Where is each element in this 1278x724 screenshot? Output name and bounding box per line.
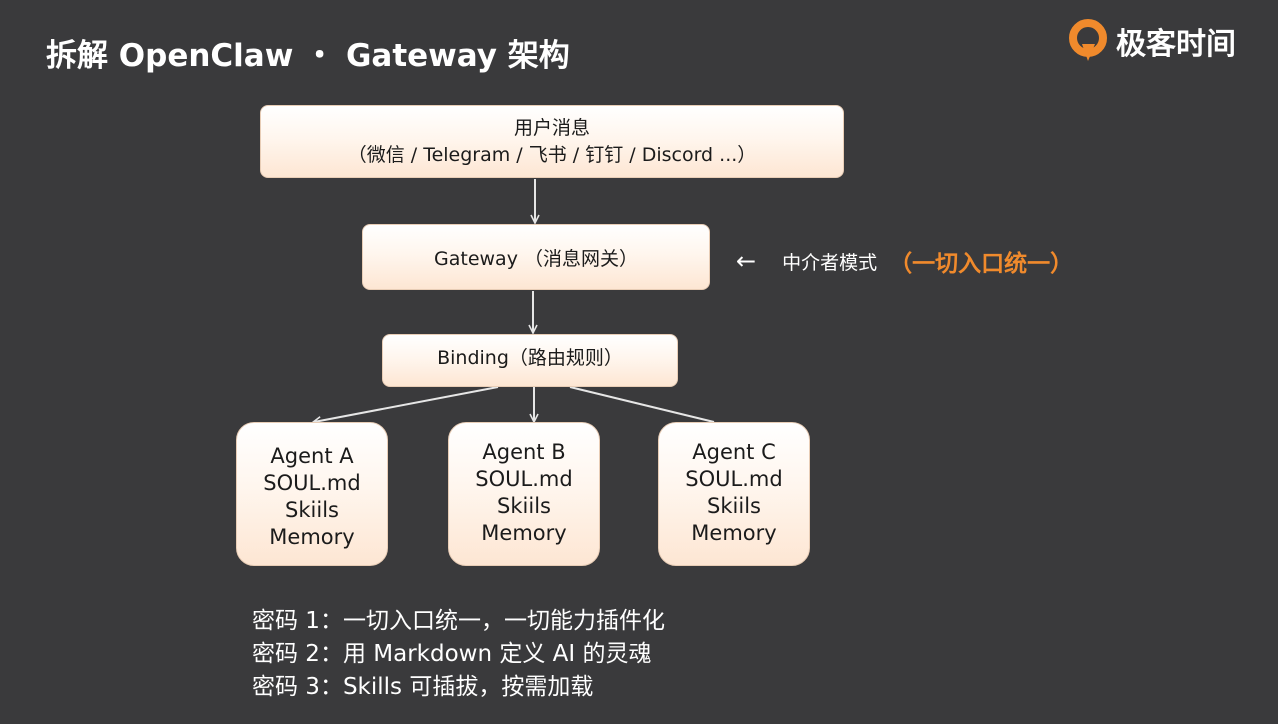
mediator-highlight: （一切入口统一） [889,251,1074,277]
geektime-logo-icon [1069,19,1107,61]
mediator-label: 中介者模式 [782,251,878,274]
left-arrow-icon: ← [736,247,757,275]
agent-soul: SOUL.md [263,471,361,495]
agent-name: Agent C [692,440,776,464]
secret-code-3: 密码 3：Skills 可插拔，按需加载 [252,674,594,700]
agent-memory: Memory [481,521,567,545]
brand-name: 极客时间 [1116,27,1236,62]
binding-box: Binding（路由规则） [382,334,678,387]
arrow-binding-to-agent-a [314,386,499,422]
user-message-title: 用户消息 [513,116,590,139]
agent-box-b: Agent B SOUL.md Skiils Memory [448,422,600,566]
user-message-channels: （微信 / Telegram / 飞书 / 钉钉 / Discord ...） [347,143,757,166]
gateway-box: Gateway （消息网关） [362,224,710,290]
secret-code-1: 密码 1：一切入口统一，一切能力插件化 [252,608,665,634]
gateway-label: Gateway （消息网关） [434,247,638,270]
binding-label: Binding（路由规则） [437,347,623,369]
agent-soul: SOUL.md [475,467,573,491]
agent-skills: Skiils [285,498,339,522]
agent-soul: SOUL.md [685,467,783,491]
agent-memory: Memory [691,521,777,545]
agent-memory: Memory [269,525,355,549]
agent-box-c: Agent C SOUL.md Skiils Memory [658,422,810,566]
secret-codes-list: 密码 1：一切入口统一，一切能力插件化 密码 2：用 Markdown 定义 A… [252,605,665,704]
brand: 极客时间 [1068,18,1236,64]
agent-name: Agent A [270,444,354,468]
arrow-binding-to-agent-c [569,386,715,423]
agent-name: Agent B [482,440,566,464]
user-message-box: 用户消息 （微信 / Telegram / 飞书 / 钉钉 / Discord … [260,105,844,178]
agent-skills: Skiils [707,494,761,518]
page-title: 拆解 OpenClaw ・ Gateway 架构 [46,38,570,74]
mediator-annotation: ← 中介者模式 （一切入口统一） [736,244,1073,278]
agent-box-a: Agent A SOUL.md Skiils Memory [236,422,388,566]
secret-code-2: 密码 2：用 Markdown 定义 AI 的灵魂 [252,641,652,667]
agent-skills: Skiils [497,494,551,518]
